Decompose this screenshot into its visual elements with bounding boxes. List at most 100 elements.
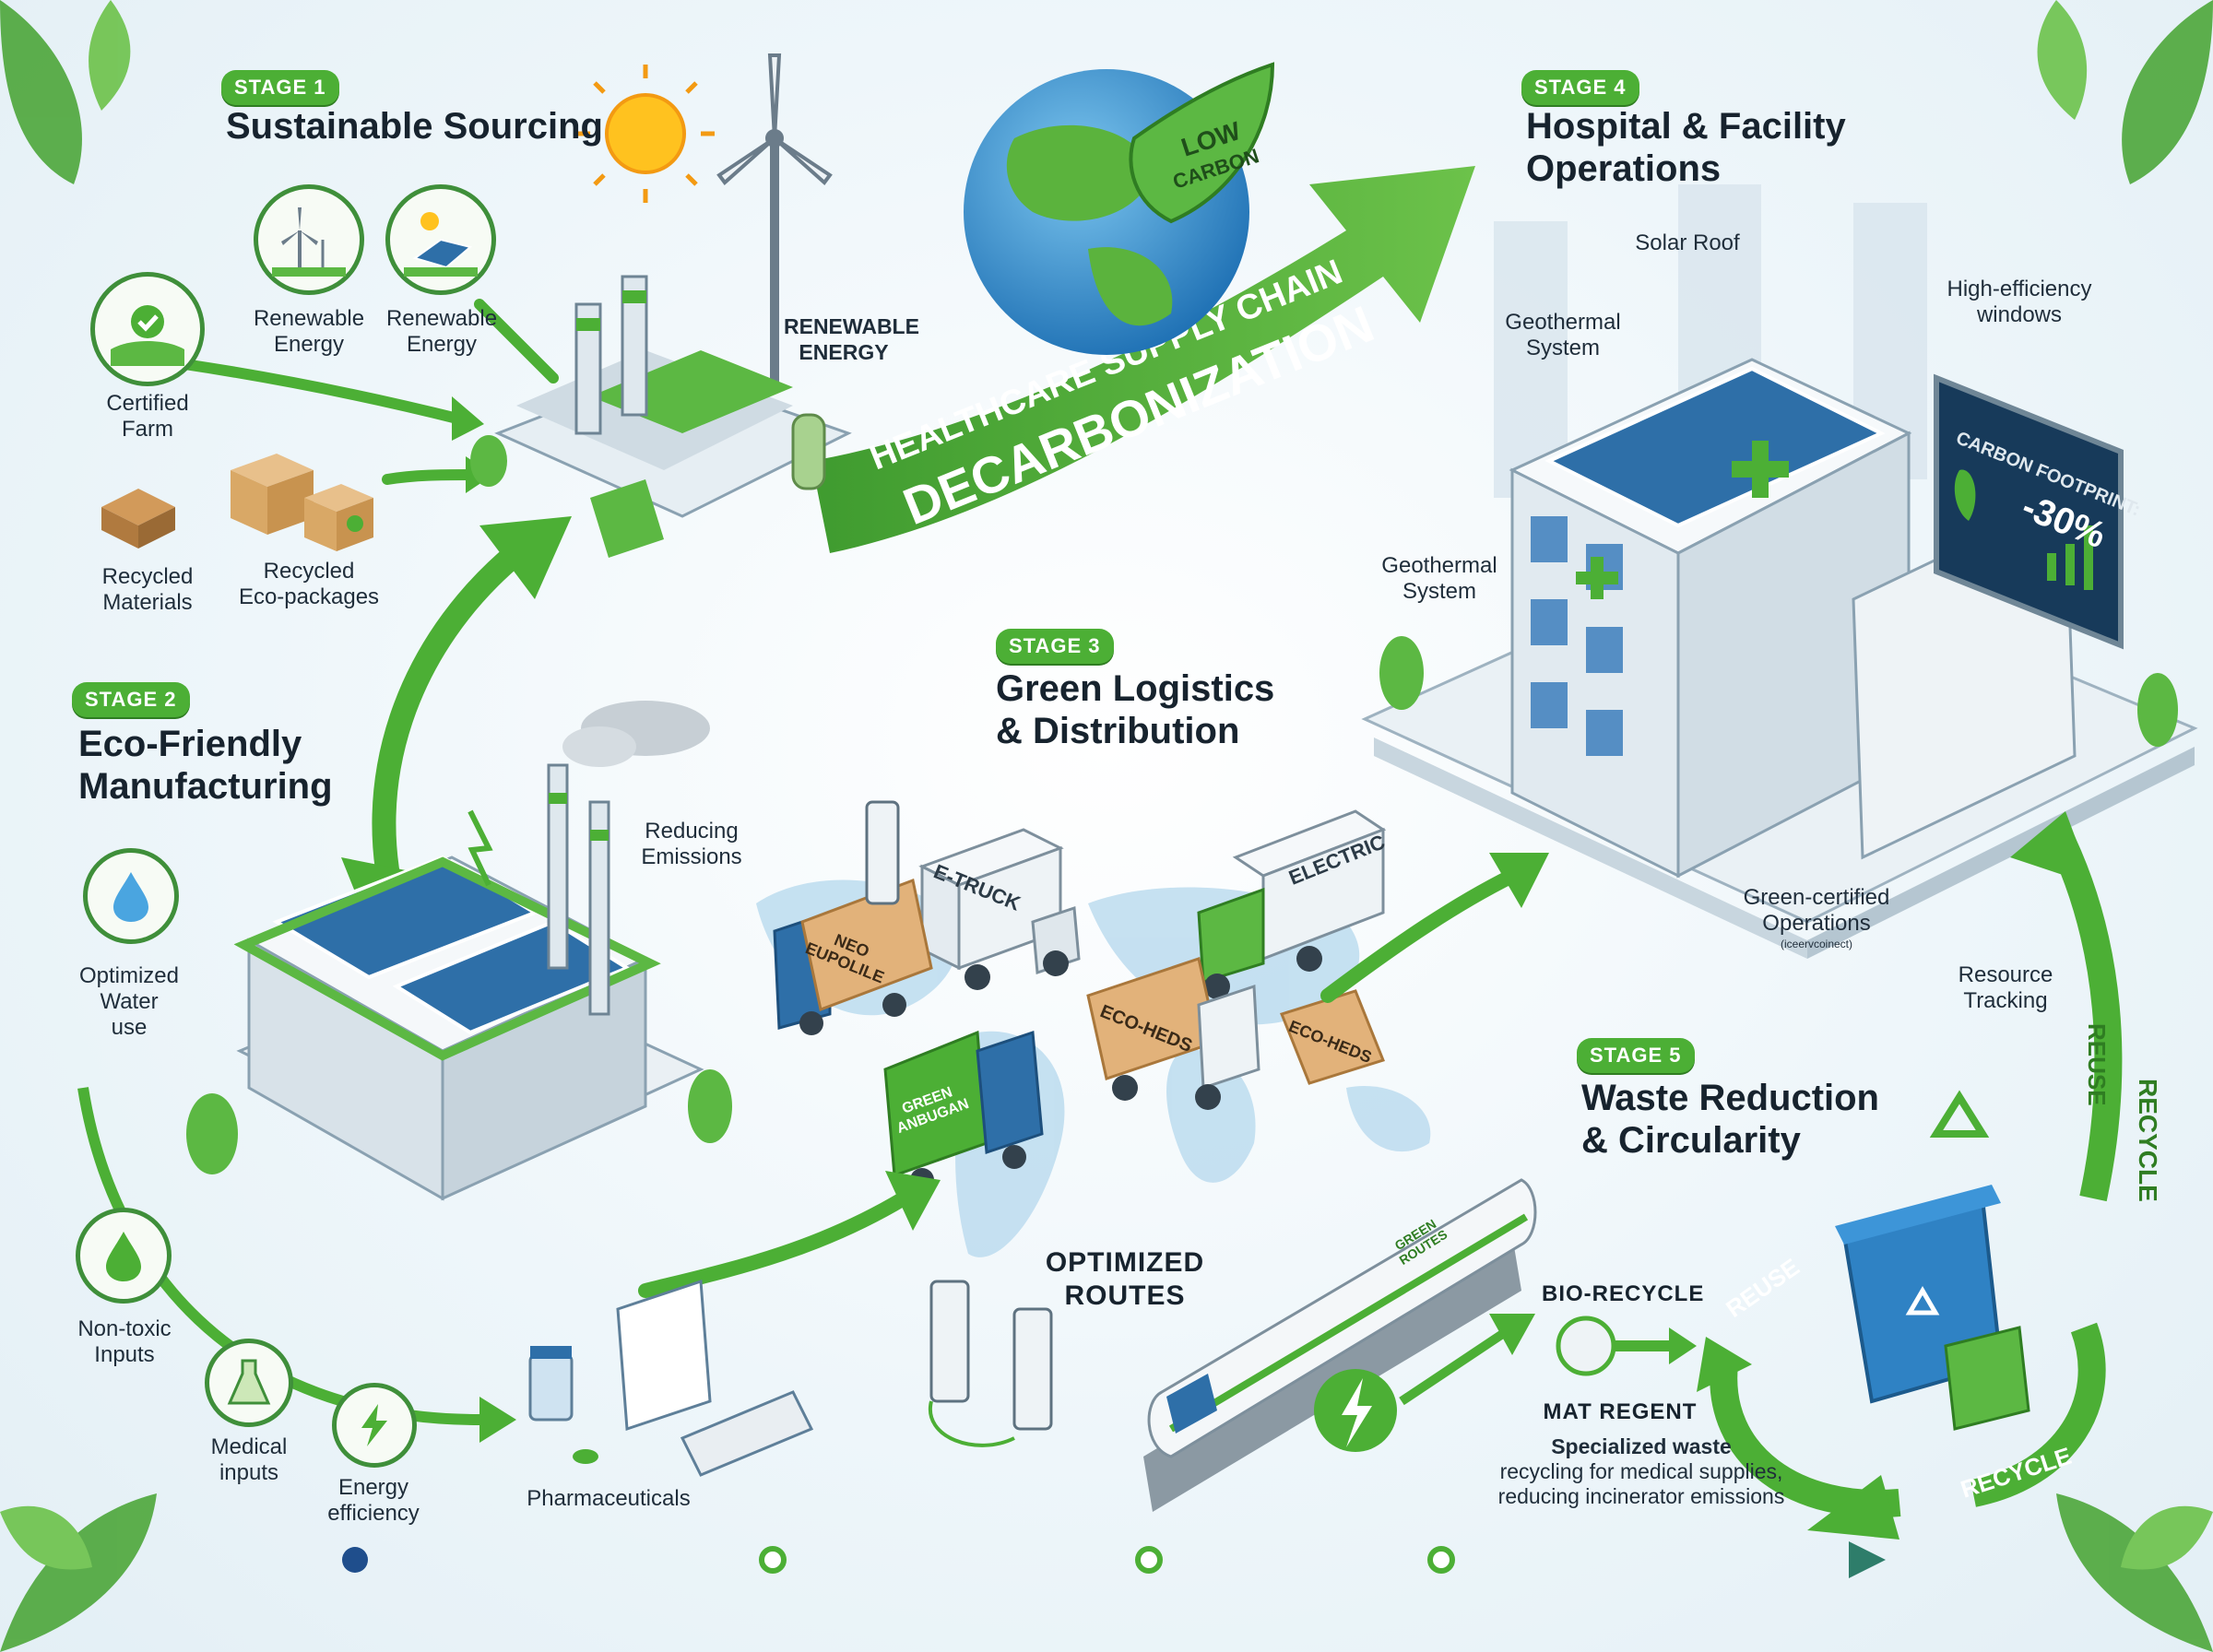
arrow-stage2-stage1 — [372, 541, 528, 925]
label-line: RENEWABLE — [784, 314, 919, 338]
label-line: Operations — [1762, 911, 1871, 936]
pharmaceuticals-label: Pharmaceuticals — [527, 1486, 691, 1511]
label-line: Medical — [210, 1434, 288, 1459]
stage-1-title-line: Sustainable Sourcing — [226, 106, 603, 147]
renewable-energy-label-2: Renewable Energy — [382, 306, 502, 358]
label-line: Eco-packages — [238, 584, 380, 609]
label-line: ENERGY — [799, 340, 889, 364]
hospital-illustration — [1361, 184, 2198, 959]
stage-2-title-line-2: Manufacturing — [78, 766, 333, 807]
label-line: Materials — [102, 590, 193, 615]
manufacturing-factory-illustration — [233, 701, 710, 1201]
stage-1-title: Sustainable Sourcing — [226, 105, 603, 148]
stage-4-title: Hospital & Facility Operations — [1526, 105, 1846, 190]
stage-3-badge: STAGE 3 — [996, 629, 1114, 664]
renewable-energy-label-1: Renewable Energy — [249, 306, 369, 358]
label-line: System — [1525, 336, 1600, 360]
label-line: Specialized waste — [1551, 1434, 1732, 1458]
stage-3-title: Green Logistics & Distribution — [996, 667, 1274, 752]
label-line: Energy — [406, 332, 478, 357]
arrows-inputs-to-factory — [179, 299, 559, 485]
stage-5-title-line-1: Waste Reduction — [1581, 1078, 1879, 1118]
recycled-materials-label: Recycled Materials — [78, 564, 217, 616]
label-line: Emissions — [641, 844, 742, 869]
geothermal-top-label: Geothermal System — [1494, 310, 1632, 361]
reducing-emissions-label: Reducing Emissions — [627, 819, 756, 870]
water-drop-icon — [83, 848, 179, 944]
label-line: Resource — [1958, 962, 2053, 987]
label-line: Energy — [337, 1475, 409, 1500]
label-line: recycling for medical supplies, — [1499, 1459, 1783, 1483]
wind-energy-icon — [254, 184, 364, 295]
label-line: High-efficiency — [1947, 277, 2092, 301]
label-line-small: (iceervcoinect) — [1780, 938, 1853, 950]
stage-4-title-line-1: Hospital & Facility — [1526, 106, 1846, 147]
globe-illustration: LOW CARBON — [964, 62, 1275, 355]
solar-panel-icon — [385, 184, 496, 295]
arrowhead-recycle-1 — [2010, 811, 2093, 885]
certified-farm-icon — [90, 272, 205, 386]
label-line: Green-certified — [1743, 885, 1890, 910]
stage-4-badge: STAGE 4 — [1521, 70, 1639, 105]
energy-efficiency-label: Energy efficiency — [309, 1475, 438, 1527]
train-speed-arrow — [1399, 1323, 1515, 1406]
green-certified-operations-label: Green-certified Operations (iceervcoinec… — [1734, 885, 1899, 951]
sun-icon — [576, 65, 715, 203]
recycle-side-label: RECYCLE — [2134, 1079, 2162, 1202]
label-line: use — [111, 1015, 148, 1040]
recycled-materials-icon — [92, 470, 184, 553]
stage-5-title: Waste Reduction & Circularity — [1581, 1077, 1879, 1162]
stage-1-badge: STAGE 1 — [221, 70, 339, 105]
label-line: Certified — [106, 391, 189, 416]
charging-station-icon — [865, 800, 1053, 1431]
renewable-energy-caps-label: RENEWABLE ENERGY — [784, 313, 919, 365]
label-line: Recycled — [263, 559, 355, 584]
stage-4-title-line-2: Operations — [1526, 148, 1722, 189]
stage-2-badge: STAGE 2 — [72, 682, 190, 717]
label-line: reducing incinerator emissions — [1497, 1484, 1785, 1508]
label-line: System — [1402, 579, 1476, 604]
label-line: Renewable — [253, 306, 365, 331]
geothermal-side-label: Geothermal System — [1370, 553, 1509, 605]
label-line: Inputs — [94, 1342, 155, 1367]
energy-efficiency-icon — [332, 1383, 417, 1468]
stage-5-badge: STAGE 5 — [1577, 1038, 1695, 1073]
reuse-arc-label: REUSE — [1721, 1253, 1805, 1323]
stage-2-title: Eco-Friendly Manufacturing — [78, 723, 333, 808]
pharmaceuticals-illustration — [528, 1279, 814, 1477]
waste-description: Specialized waste recycling for medical … — [1475, 1434, 1807, 1509]
flask-icon — [205, 1339, 293, 1427]
certified-farm-label: Certified Farm — [88, 391, 207, 442]
solar-roof-label: Solar Roof — [1635, 230, 1740, 255]
electric-truck-illustration — [1197, 809, 1387, 999]
medical-inputs-label: Medical inputs — [184, 1434, 314, 1486]
recycled-packages-icon — [226, 442, 383, 553]
label-line: OPTIMIZED — [1045, 1247, 1205, 1278]
leaf-decoration-bottom-right — [2056, 1493, 2213, 1652]
label-line: Energy — [273, 332, 345, 357]
logistics-route-arrows — [638, 868, 1520, 1298]
tree-decorations — [186, 435, 2178, 1174]
stage-5-title-line-2: & Circularity — [1581, 1120, 1801, 1161]
label-line: Optimized — [78, 963, 180, 988]
train-illustration — [1143, 1178, 1537, 1512]
mat-regent-label: MAT REGENT — [1543, 1399, 1698, 1424]
etruck-illustration — [918, 828, 1081, 990]
stage-3-title-line-1: Green Logistics — [996, 668, 1275, 709]
carbon-footprint-screen: CARBON FOOTPRINT: -30% — [1934, 373, 2143, 650]
label-line: Renewable — [385, 306, 498, 331]
label-line: Farm — [122, 417, 173, 442]
lightning-bolt-icon — [1314, 1369, 1397, 1452]
recycle-symbol-icon — [1929, 1090, 1990, 1138]
bio-recycle-label: BIO-RECYCLE — [1542, 1281, 1705, 1306]
crate-truck-illustration — [1086, 957, 1260, 1110]
arrowhead-recycle-2 — [1807, 1475, 1899, 1540]
label-line: windows — [1976, 302, 2063, 327]
stage-3-title-line-2: & Distribution — [996, 711, 1240, 751]
non-toxic-inputs-label: Non-toxic Inputs — [55, 1316, 194, 1368]
label-line: Tracking — [1963, 988, 2048, 1013]
optimized-routes-label: OPTIMIZED ROUTES — [1033, 1246, 1217, 1313]
label-line: inputs — [219, 1460, 279, 1485]
